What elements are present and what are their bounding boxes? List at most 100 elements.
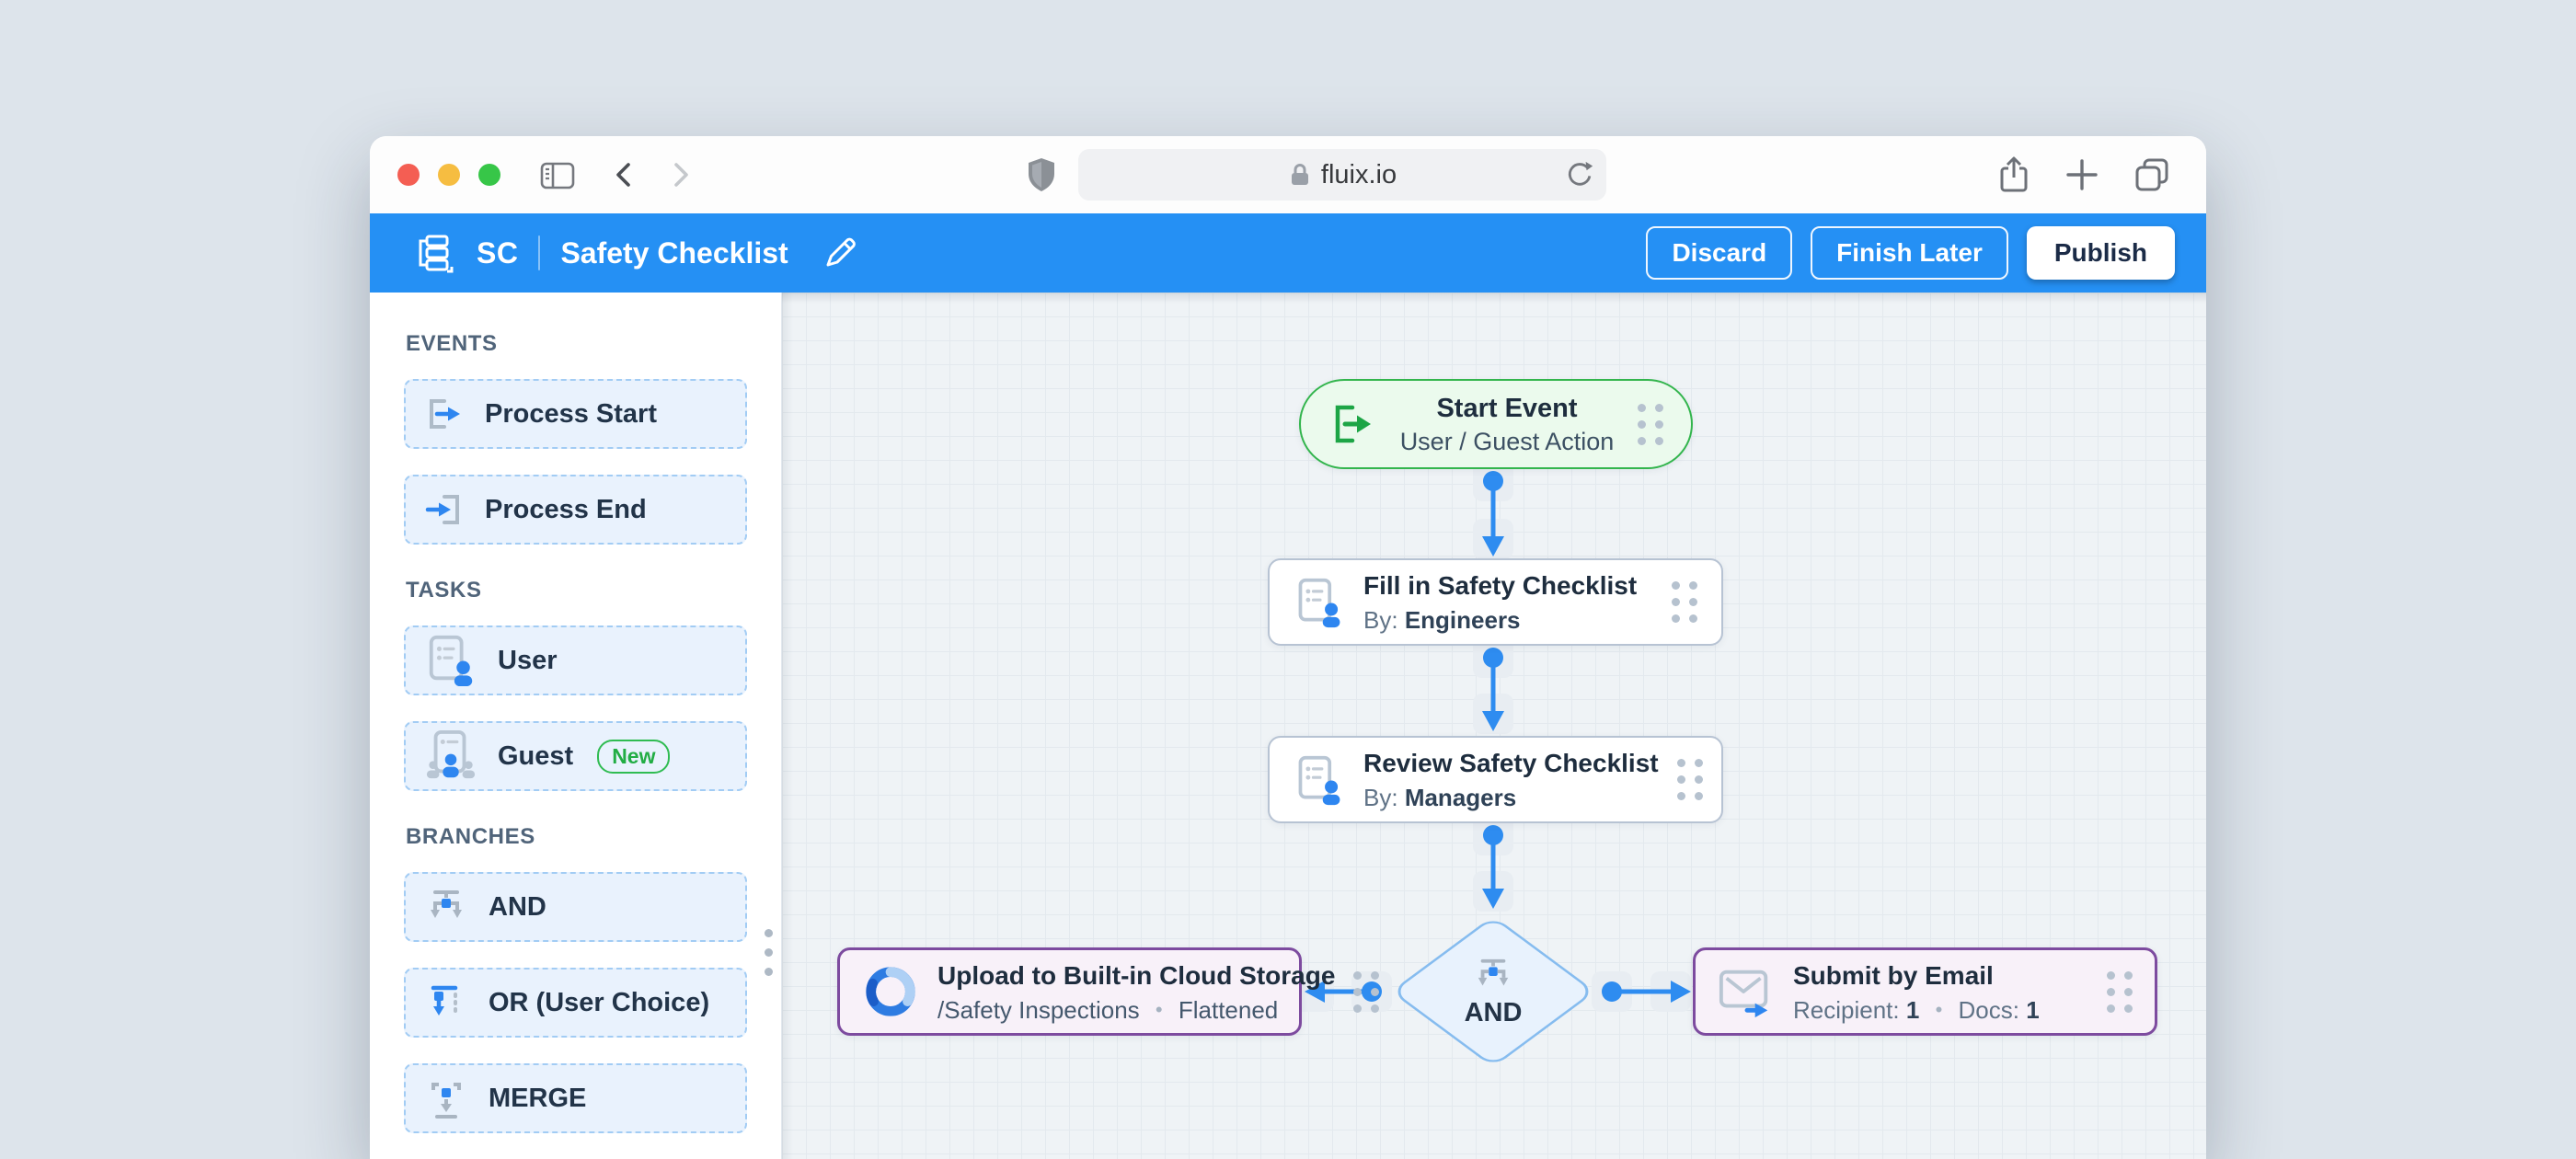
publish-button[interactable]: Publish: [2026, 226, 2175, 280]
node-title: Submit by Email: [1793, 960, 1994, 990]
edit-title-button[interactable]: [820, 233, 860, 273]
guest-task-icon: [426, 729, 476, 779]
share-button[interactable]: [1996, 155, 2031, 195]
forward-chevron-icon: [674, 163, 688, 187]
storage-folder: /Safety Inspections: [937, 995, 1140, 1024]
url-text: fluix.io: [1320, 159, 1397, 189]
share-icon: [2000, 156, 2028, 192]
connector-review-to-gateway: [1473, 815, 1513, 912]
back-button[interactable]: [607, 156, 640, 193]
palette-item-label: OR (User Choice): [489, 987, 710, 1017]
palette-item-label: AND: [489, 891, 546, 922]
reload-button[interactable]: [1564, 159, 1595, 190]
drag-handle[interactable]: [1676, 759, 1703, 800]
and-branch-icon: [1478, 958, 1509, 985]
editor-main: EVENTS Process Start Process En: [370, 293, 2206, 1159]
node-subtitle: User / Guest Action: [1399, 428, 1615, 456]
section-tasks: TASKS User: [404, 578, 747, 791]
docs-count: 1: [2026, 995, 2040, 1024]
drag-handle[interactable]: [1353, 970, 1380, 1013]
palette-sidebar: EVENTS Process Start Process En: [370, 293, 782, 1159]
connector-fill-to-review: [1473, 637, 1513, 734]
palette-item-user-task[interactable]: User: [404, 625, 747, 695]
palette-item-label: User: [498, 645, 558, 675]
node-title: Fill in Safety Checklist: [1363, 571, 1638, 600]
node-title: Upload to Built-in Cloud Storage: [937, 960, 1336, 990]
forward-button[interactable]: [664, 156, 697, 193]
gateway-content: AND: [1387, 913, 1599, 1070]
section-label-tasks: TASKS: [406, 578, 482, 602]
by-label: By:: [1363, 606, 1398, 634]
workflow-initials: SC: [477, 235, 519, 270]
user-task-icon: [1298, 578, 1340, 627]
storage-mode: Flattened: [1178, 995, 1279, 1024]
tabs-icon: [2135, 158, 2168, 191]
user-task-icon: [1298, 755, 1340, 805]
process-start-icon: [430, 399, 460, 429]
new-tab-button[interactable]: [2064, 157, 2099, 192]
node-fill-checklist[interactable]: Fill in Safety Checklist By: Engineers: [1268, 558, 1723, 646]
address-bar[interactable]: fluix.io: [1078, 149, 1606, 201]
or-branch-icon: [431, 985, 458, 1016]
gateway-label: AND: [1464, 997, 1523, 1027]
node-review-checklist[interactable]: Review Safety Checklist By: Managers: [1268, 736, 1723, 823]
node-start-event[interactable]: Start Event User / Guest Action: [1299, 379, 1693, 469]
separator-dot: •: [1155, 997, 1163, 1021]
connector-start-to-fill: [1473, 461, 1513, 559]
close-window-button[interactable]: [397, 164, 420, 186]
start-event-icon: [1335, 405, 1371, 443]
node-text: Fill in Safety Checklist By: Engineers: [1363, 569, 1637, 635]
node-text: Start Event User / Guest Action: [1376, 392, 1638, 456]
palette-item-and-branch[interactable]: AND: [404, 872, 747, 942]
workflow-icon: [419, 235, 454, 273]
recipient-count: 1: [1905, 995, 1920, 1024]
sidebar-toggle-icon: [540, 162, 575, 189]
finish-later-button[interactable]: Finish Later: [1811, 226, 2008, 280]
zoom-window-button[interactable]: [478, 164, 500, 186]
recipient-label: Recipient:: [1793, 995, 1900, 1024]
palette-item-process-start[interactable]: Process Start: [404, 379, 747, 449]
node-subtitle: /Safety Inspections • Flattened: [937, 996, 1335, 1025]
by-label: By:: [1363, 784, 1398, 811]
section-events: EVENTS Process Start Process En: [404, 331, 747, 545]
workflow-canvas[interactable]: Start Event User / Guest Action Fill: [782, 293, 2206, 1159]
merge-branch-icon: [431, 1083, 461, 1119]
node-and-gateway[interactable]: AND: [1387, 913, 1599, 1070]
browser-toolbar: fluix.io: [370, 136, 2206, 213]
toolbar-right-actions: [1996, 136, 2171, 213]
connector-gateway-to-email: [1592, 971, 1691, 1012]
palette-item-process-end[interactable]: Process End: [404, 475, 747, 545]
drag-handle[interactable]: [2107, 970, 2133, 1013]
palette-item-label: Guest: [498, 740, 574, 771]
browser-window: fluix.io: [370, 136, 2206, 1159]
palette-item-label: Process End: [485, 494, 647, 524]
node-subtitle: By: Managers: [1363, 784, 1659, 812]
workflow-actions: Discard Finish Later Publish: [1646, 226, 2175, 280]
node-upload-cloud-storage[interactable]: Upload to Built-in Cloud Storage /Safety…: [837, 947, 1380, 1036]
palette-item-or-branch[interactable]: OR (User Choice): [404, 968, 747, 1038]
palette-item-merge-branch[interactable]: MERGE: [404, 1063, 747, 1133]
minimize-window-button[interactable]: [438, 164, 460, 186]
workflow-title: Safety Checklist: [560, 235, 788, 270]
palette-item-label: MERGE: [489, 1083, 587, 1113]
header-divider: [538, 235, 541, 270]
assignee: Engineers: [1404, 606, 1521, 634]
traffic-lights: [397, 164, 500, 186]
drag-handle[interactable]: [1638, 403, 1663, 445]
palette-item-guest-task[interactable]: Guest New: [404, 721, 747, 791]
discard-button[interactable]: Discard: [1646, 226, 1793, 280]
sidebar-toggle-button[interactable]: [539, 156, 576, 193]
new-badge: New: [597, 739, 671, 774]
email-icon: [1719, 970, 1768, 1018]
address-area: fluix.io: [1025, 136, 1606, 213]
sidebar-resize-handle[interactable]: [761, 929, 776, 976]
tab-overview-button[interactable]: [2133, 155, 2171, 194]
privacy-shield-button[interactable]: [1025, 155, 1058, 194]
plus-icon: [2066, 159, 2098, 190]
and-branch-icon: [431, 890, 462, 918]
node-submit-by-email[interactable]: Submit by Email Recipient: 1 • Docs: 1: [1693, 947, 2157, 1036]
reload-icon: [1568, 161, 1593, 186]
process-end-icon: [425, 495, 459, 524]
back-chevron-icon: [616, 163, 630, 187]
drag-handle[interactable]: [1672, 581, 1697, 623]
